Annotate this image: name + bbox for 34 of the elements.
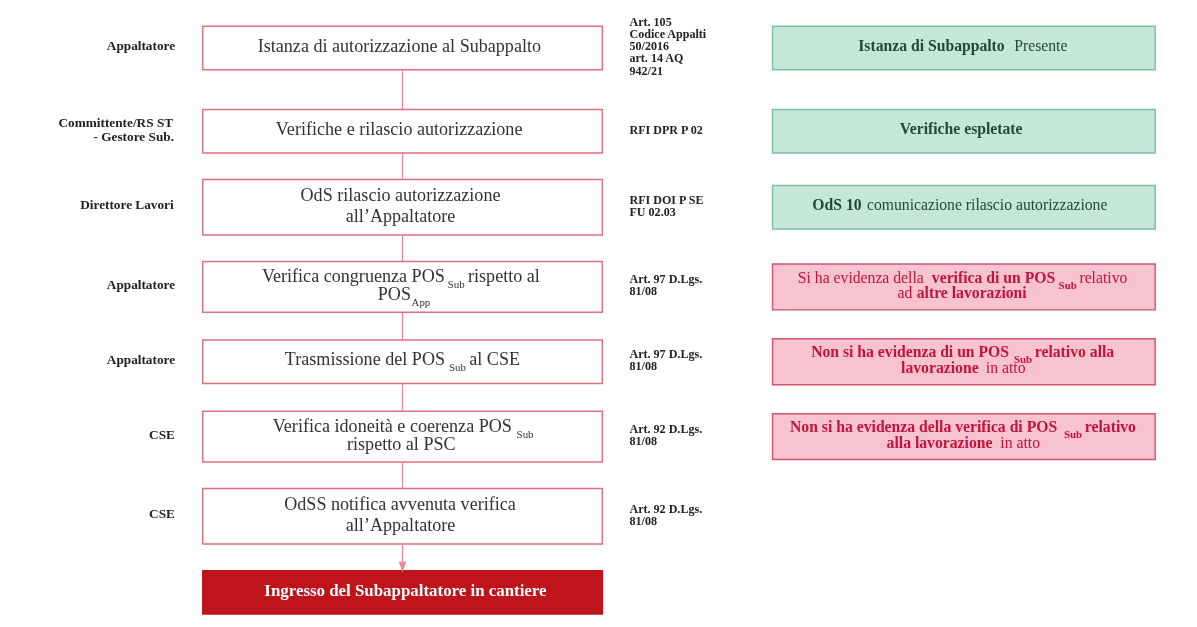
node-label: Art. 97 D.Lgs. 81/08	[628, 347, 702, 374]
node-label: Direttore Lavori	[79, 197, 174, 213]
node-label: Appaltatore	[106, 38, 175, 54]
node-box: Istanza di autorizzazione al Subappalto	[201, 25, 603, 71]
node-box: Ingresso del Subappaltatore in cantiere	[201, 569, 603, 615]
node-box: OdSS notifica avvenuta verifica all’Appaltatore	[201, 487, 603, 545]
node-box: OdS 10 comunicazione rilascio autorizzazione	[771, 184, 1156, 230]
node-box: OdS rilascio autorizzazione all’Appaltatore	[201, 178, 603, 236]
connector	[401, 234, 403, 263]
connector	[401, 461, 403, 489]
node-label: Art. 97 D.Lgs. 81/08	[628, 272, 702, 299]
node-label: RFI DOI P SE FU 02.03	[628, 192, 704, 219]
node-box: Si ha evidenza della verifica di un POS$_{Sub}$ relativo ad altre lavorazioni	[771, 263, 1156, 311]
node-label: Appaltatore	[106, 277, 175, 293]
node-label: Art. 92 D.Lgs. 81/08	[628, 501, 702, 528]
node-label: CSE	[148, 426, 175, 442]
node-box: Non si ha evidenza della verifica di POS$_{Sub}$ relativo alla lavorazione in atto	[771, 412, 1156, 461]
node-label: Appaltatore	[106, 351, 175, 367]
node-label: Art. 92 D.Lgs. 81/08	[628, 422, 702, 449]
node-box: Trasmissione del POS$_{Sub}$ al CSE	[201, 339, 603, 385]
node-label: RFI DPR P 02	[628, 122, 703, 137]
connector	[401, 382, 403, 412]
connector	[401, 69, 403, 110]
node-label: CSE	[148, 506, 175, 522]
node-box: Verifiche espletate	[771, 108, 1156, 154]
node-box: Verifiche e rilascio autorizzazione	[201, 108, 603, 154]
node-label: art. 14 AQ 942/21	[628, 51, 683, 78]
connector	[401, 152, 403, 180]
node-box: Istanza di Subappalto Presente	[771, 25, 1156, 71]
node-box: Non si ha evidenza di un POS$_{Sub}$ relativo alla lavorazione in atto	[771, 338, 1156, 386]
connector	[401, 312, 403, 341]
node-label: Committente/RS ST - Gestore Sub.	[58, 115, 174, 144]
node-box: Verifica congruenza POS$_{Sub}$ rispetto al POS$_{App}$	[201, 260, 603, 313]
node-box: Verifica idoneità e coerenza POS$_{Sub}$ rispetto al PSC	[201, 410, 603, 463]
